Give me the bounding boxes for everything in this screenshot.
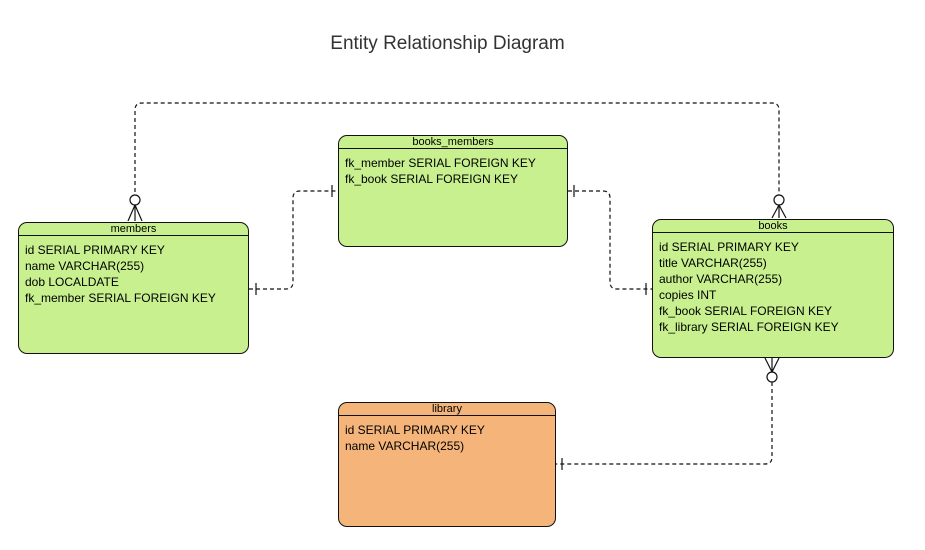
entity-books[interactable]: books id SERIAL PRIMARY KEY title VARCHA… xyxy=(652,219,894,358)
entity-header: members xyxy=(19,223,248,236)
field-row: fk_book SERIAL FOREIGN KEY xyxy=(345,172,518,186)
books-bottom-crowsfoot-marker xyxy=(764,357,780,383)
entity-fields: id SERIAL PRIMARY KEY name VARCHAR(255) … xyxy=(19,236,248,306)
field-row: id SERIAL PRIMARY KEY xyxy=(345,423,485,437)
entity-books-members[interactable]: books_members fk_member SERIAL FOREIGN K… xyxy=(338,135,568,247)
members-crowsfoot-marker xyxy=(127,194,143,222)
books-top-crowsfoot-marker xyxy=(771,194,787,219)
field-row: fk_member SERIAL FOREIGN KEY xyxy=(345,156,536,170)
entity-header: books xyxy=(653,220,893,233)
field-row: id SERIAL PRIMARY KEY xyxy=(25,243,165,257)
field-row: fk_book SERIAL FOREIGN KEY xyxy=(659,304,832,318)
entity-fields: fk_member SERIAL FOREIGN KEY fk_book SER… xyxy=(339,149,567,187)
relationship-books-library xyxy=(556,382,773,465)
field-row: title VARCHAR(255) xyxy=(659,256,767,270)
diagram-title: Entity Relationship Diagram xyxy=(330,33,565,54)
field-row: copies INT xyxy=(659,288,717,302)
entity-fields: id SERIAL PRIMARY KEY title VARCHAR(255)… xyxy=(653,233,893,335)
field-row: fk_library SERIAL FOREIGN KEY xyxy=(659,320,839,334)
entity-header: library xyxy=(339,403,555,416)
relationship-members-books_members xyxy=(249,190,338,290)
relationship-members-books xyxy=(134,102,780,195)
field-row: name VARCHAR(255) xyxy=(345,439,465,453)
entity-fields: id SERIAL PRIMARY KEY name VARCHAR(255) xyxy=(339,416,555,454)
relationship-books_members-books xyxy=(568,190,652,290)
field-row: dob LOCALDATE xyxy=(25,275,119,289)
entity-header: books_members xyxy=(339,136,567,149)
field-row: id SERIAL PRIMARY KEY xyxy=(659,240,799,254)
field-row: name VARCHAR(255) xyxy=(25,259,145,273)
entity-members[interactable]: members id SERIAL PRIMARY KEY name VARCH… xyxy=(18,222,249,354)
field-row: fk_member SERIAL FOREIGN KEY xyxy=(25,291,216,305)
entity-library[interactable]: library id SERIAL PRIMARY KEY name VARCH… xyxy=(338,402,556,527)
field-row: author VARCHAR(255) xyxy=(659,272,783,286)
